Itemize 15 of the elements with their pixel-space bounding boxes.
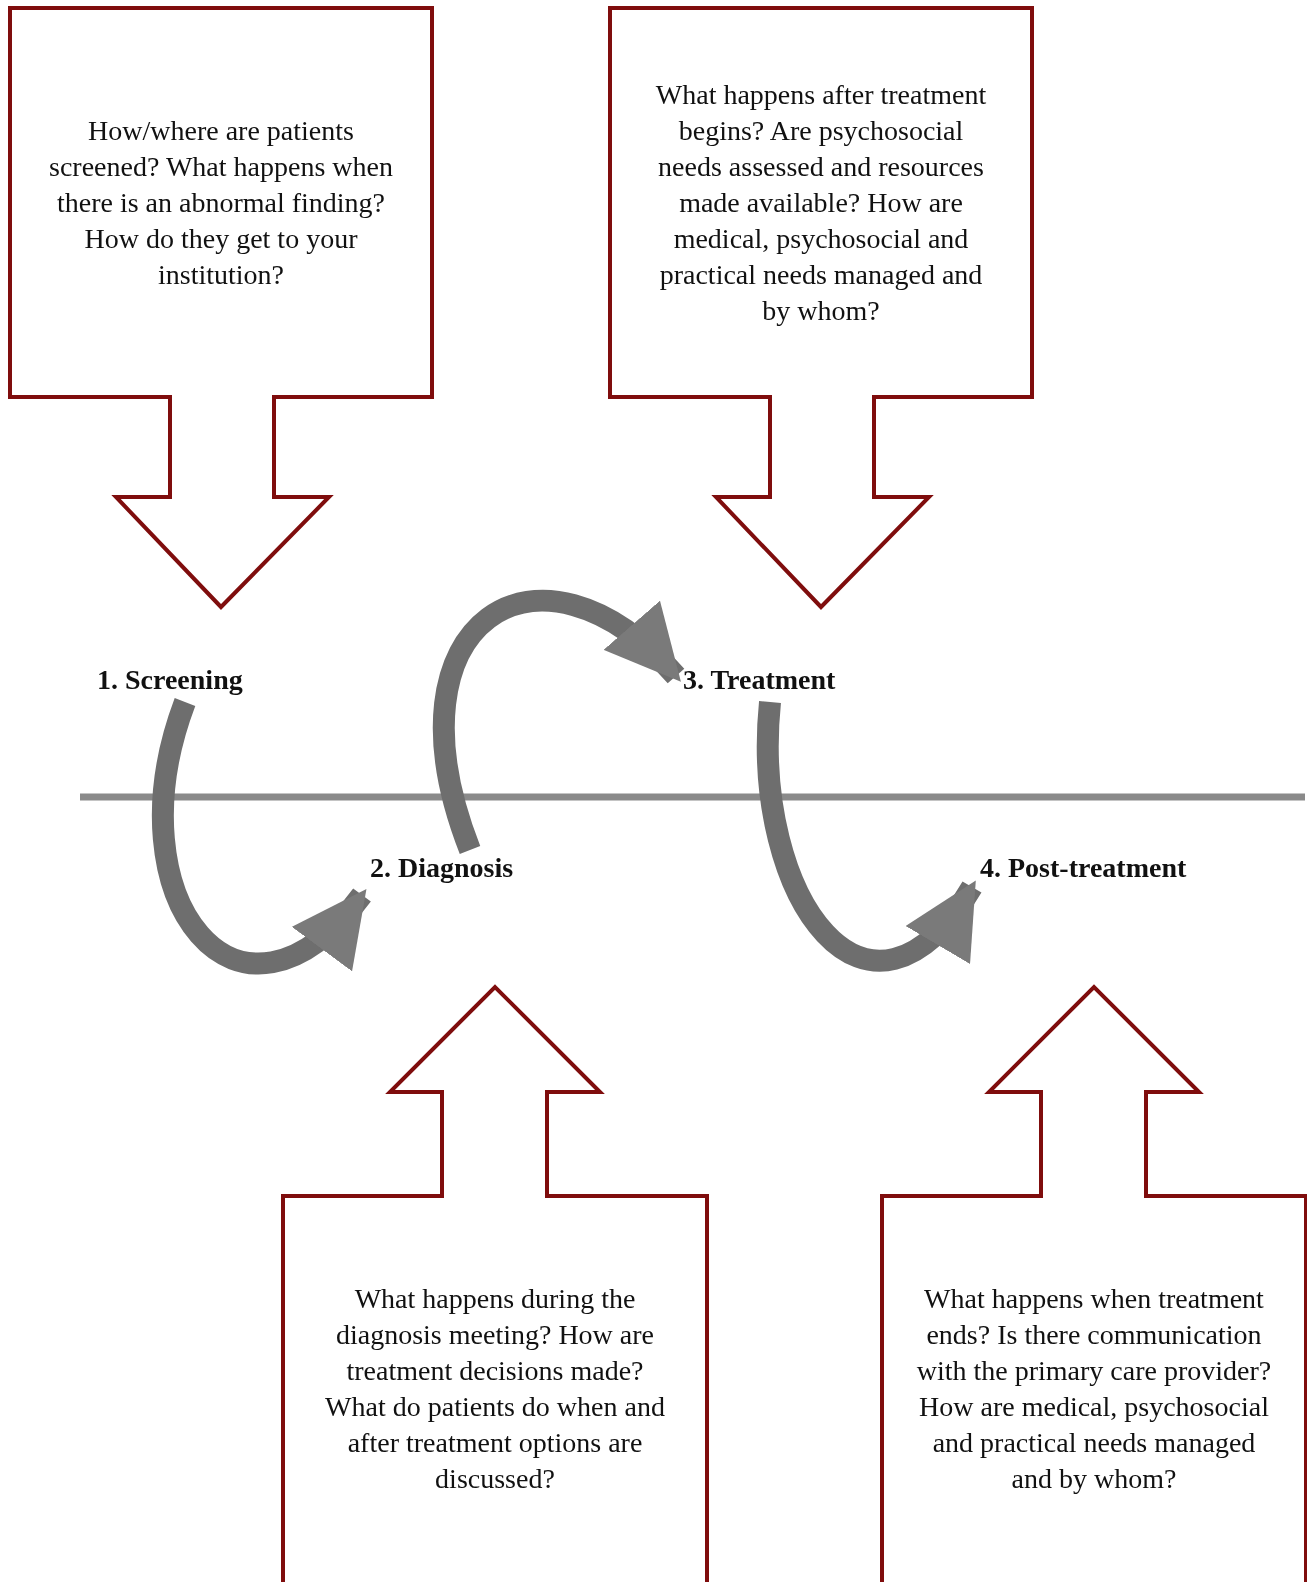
down-arrow-callout [10,8,432,607]
down-arrow-callout [610,8,1032,607]
stage-label: 4. Post-treatment [980,852,1187,884]
curved-arrow [152,698,371,974]
curved-arrow [433,589,684,854]
curved-arrow [756,701,981,971]
up-arrow-callout [283,987,707,1582]
up-arrow-callout [882,987,1306,1582]
callout-text: How/where are patients screened? What happens when there is an abnormal finding? How do they get to your institution? [48,113,394,292]
callout-text: What happens when treatment ends? Is there communication with the primary care provider? How are medical, psychosocial and practical needs managed and by whom? [915,1282,1273,1496]
callout-text: What happens after treatment begins? Are psychosocial needs assessed and resources made available? How are medical, psychosocial and practical needs managed and by whom? [654,77,988,328]
stage-label: 1. Screening [97,664,243,696]
stage-label: 3. Treatment [683,664,836,696]
stage-label: 2. Diagnosis [370,852,514,884]
callout-text: What happens during the diagnosis meeting? How are treatment decisions made? What do patients do when and after treatment options are discussed? [324,1282,666,1496]
